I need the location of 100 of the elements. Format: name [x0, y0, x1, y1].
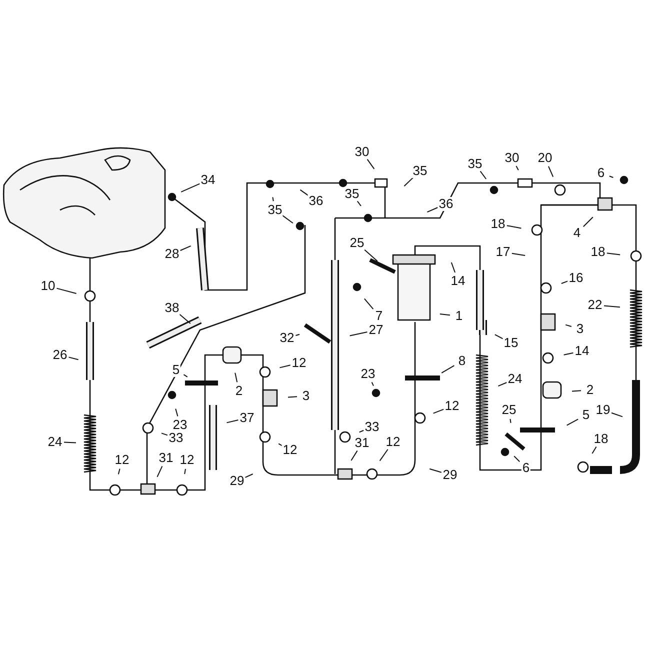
- callout-number: 12: [290, 356, 308, 370]
- callout-number: 16: [568, 271, 584, 285]
- callout-number: 22: [586, 298, 604, 312]
- callout-number: 15: [502, 336, 520, 350]
- callout-number: 28: [164, 247, 180, 261]
- leader-line: [288, 396, 298, 398]
- callout-number: 30: [354, 145, 370, 159]
- leader-line: [300, 189, 310, 196]
- callout-number: 33: [364, 420, 380, 434]
- leader-line: [371, 382, 374, 386]
- leader-line: [180, 245, 192, 251]
- leader-line: [350, 450, 358, 461]
- callout-number: 14: [450, 274, 466, 288]
- leader-line: [511, 252, 526, 256]
- leader-line: [450, 262, 456, 273]
- leader-line: [295, 334, 300, 336]
- leader-line: [68, 356, 79, 360]
- callout-number: 14: [574, 344, 590, 358]
- callout-number: 20: [536, 151, 554, 165]
- callout-number: 2: [234, 384, 244, 398]
- callout-number: 36: [308, 194, 324, 208]
- leader-line: [566, 418, 579, 426]
- callout-number: 6: [596, 166, 606, 180]
- leader-line: [506, 225, 522, 229]
- leader-line: [363, 248, 378, 262]
- leader-line: [161, 432, 168, 436]
- leader-line: [183, 374, 188, 378]
- leader-line: [608, 176, 614, 178]
- callout-number: 5: [581, 408, 591, 422]
- callout-number: 29: [228, 474, 246, 488]
- callout-number: 12: [444, 399, 460, 413]
- callout-number: 3: [301, 389, 311, 403]
- leader-line: [563, 352, 574, 356]
- leader-line: [282, 214, 294, 224]
- callout-number: 35: [344, 187, 360, 201]
- callout-number: 3: [575, 322, 585, 336]
- leader-line: [175, 408, 178, 417]
- callout-number: 18: [590, 245, 606, 259]
- callout-number: 5: [171, 363, 181, 377]
- leader-line: [611, 412, 623, 418]
- callout-number: 18: [592, 432, 610, 446]
- leader-line: [498, 382, 508, 387]
- leader-line: [516, 166, 519, 171]
- leader-line: [510, 418, 512, 424]
- callout-number: 35: [266, 203, 284, 217]
- callout-number: 7: [374, 309, 384, 323]
- leader-line: [379, 448, 388, 462]
- callout-number: 30: [504, 151, 520, 165]
- leader-line: [279, 364, 291, 368]
- leader-line: [560, 280, 568, 284]
- leader-line: [244, 474, 254, 478]
- leader-line: [272, 196, 274, 202]
- callout-number: 23: [360, 367, 376, 381]
- leader-line: [592, 446, 597, 454]
- callout-number: 23: [172, 418, 188, 432]
- callout-number: 33: [168, 431, 184, 445]
- leader-line: [565, 324, 572, 327]
- leader-line: [548, 166, 554, 178]
- leader-line: [156, 466, 163, 478]
- callout-number: 25: [348, 236, 366, 250]
- callout-number: 10: [40, 279, 56, 293]
- callout-number: 2: [585, 383, 595, 397]
- callout-number: 36: [438, 197, 454, 211]
- leader-line: [404, 176, 414, 187]
- leader-line: [234, 372, 238, 383]
- leader-line: [606, 252, 621, 256]
- callout-number: 6: [521, 461, 531, 475]
- callout-number: 12: [178, 453, 196, 467]
- leader-line: [349, 332, 368, 336]
- callout-number: 31: [354, 436, 370, 450]
- leader-line: [432, 408, 444, 414]
- leader-line: [439, 314, 450, 316]
- callout-number: 17: [494, 245, 512, 259]
- leader-line: [366, 158, 375, 170]
- callout-number: 24: [46, 435, 64, 449]
- leader-line: [480, 170, 487, 180]
- callout-number: 32: [278, 331, 296, 345]
- leader-line: [56, 288, 77, 294]
- callout-number: 31: [158, 451, 174, 465]
- leader-line: [118, 468, 120, 475]
- leader-line: [441, 365, 455, 374]
- callout-number: 4: [572, 226, 582, 240]
- leader-line: [226, 420, 239, 424]
- callout-number: 27: [368, 323, 384, 337]
- callout-number: 38: [164, 301, 180, 315]
- leader-line: [429, 468, 442, 473]
- callout-number: 25: [500, 403, 518, 417]
- leader-line: [64, 442, 76, 444]
- callout-number: 19: [594, 403, 612, 417]
- leader-line: [572, 390, 582, 392]
- callout-number: 24: [506, 372, 524, 386]
- callout-number: 12: [282, 443, 298, 457]
- leader-line: [178, 313, 191, 324]
- leader-line: [604, 305, 620, 308]
- callout-number: 34: [200, 173, 216, 187]
- leader-line: [180, 183, 200, 192]
- leader-line: [184, 468, 186, 475]
- callout-number: 37: [238, 411, 256, 425]
- callout-number: 35: [412, 164, 428, 178]
- leader-line: [494, 334, 504, 340]
